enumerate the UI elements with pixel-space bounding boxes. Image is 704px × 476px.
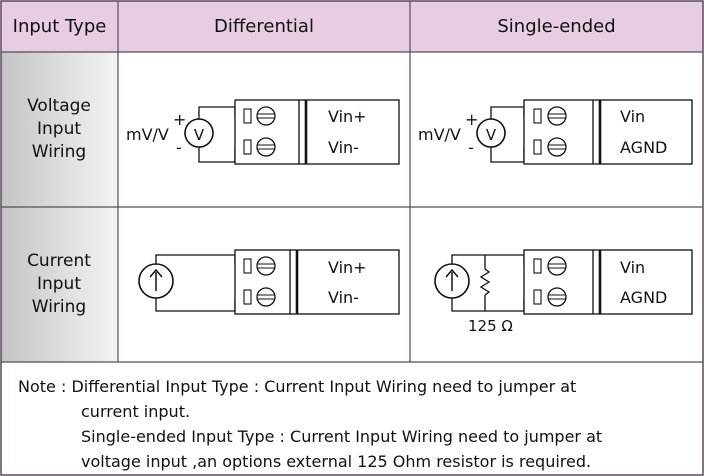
terminal-label: Vin- [328,138,359,157]
terminal-block [234,99,400,165]
screw-icon [547,137,567,157]
terminal-label: AGND [620,138,667,157]
resistor-value: 125 Ω [468,317,513,335]
header-single-ended: Single-ended [497,15,616,37]
note-section: Note : Differential Input Type : Current… [18,374,698,474]
terminal-label: Vin+ [328,107,367,126]
terminal-label: Vin- [328,288,359,307]
screw-icon [547,256,567,276]
meter-label: V [486,126,497,144]
single-voltage-wiring: mV/V + - V Vin AGND [418,99,693,165]
note-line-1: Note : Differential Input Type : Current… [18,377,577,396]
note-line-2: current input. [81,402,191,421]
note-line-3: Single-ended Input Type : Current Input … [81,427,603,446]
minus-sign: - [176,138,182,157]
terminal-label: Vin+ [328,258,367,277]
terminal-label: Vin [620,107,645,126]
source-label: mV/V [126,125,169,144]
screw-icon [256,256,276,276]
terminal-block [523,249,693,315]
header-differential: Differential [214,15,314,37]
terminal-block [523,99,693,165]
screw-icon [256,137,276,157]
screw-icon [547,287,567,307]
header-input-type: Input Type [12,15,107,37]
diff-current-wiring: Vin+ Vin- [138,249,400,315]
plus-sign: + [173,110,186,129]
screw-icon [256,287,276,307]
terminal-label: Vin [620,258,645,277]
plus-sign: + [465,110,478,129]
terminal-label: AGND [620,288,667,307]
row-label-current: Current Input Wiring [27,251,91,317]
source-label: mV/V [418,125,461,144]
diff-voltage-wiring: mV/V + - V Vin+ Vin- [126,99,400,165]
screw-icon [256,106,276,126]
meter-label: V [194,126,205,144]
screw-icon [547,106,567,126]
single-current-wiring: 125 Ω Vin AGND [434,249,693,335]
resistor-icon [479,268,491,296]
minus-sign: - [468,138,474,157]
terminal-block [234,249,400,315]
note-line-4: voltage input ,an options external 125 O… [81,452,592,471]
row-label-voltage: Voltage Input Wiring [27,96,91,162]
